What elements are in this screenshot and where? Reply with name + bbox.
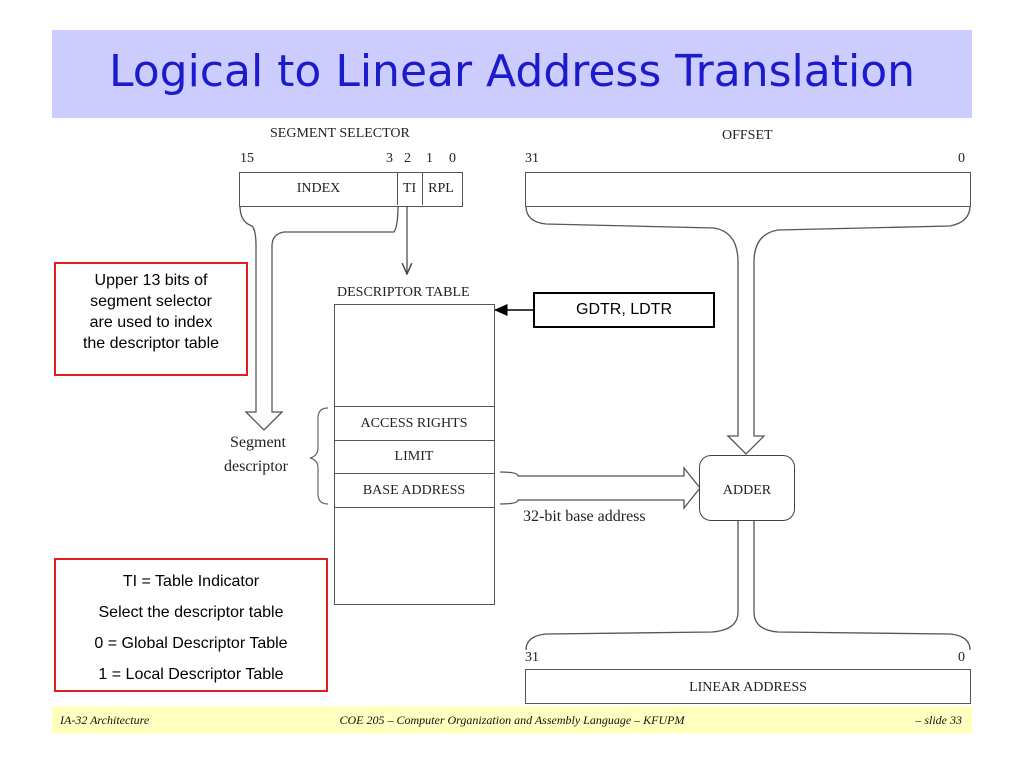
adder-box — [699, 455, 795, 521]
descriptor-table-heading: DESCRIPTOR TABLE — [337, 285, 470, 300]
descriptor-table — [334, 304, 495, 605]
selector-bit-0: 0 — [449, 151, 456, 166]
adder-label: ADDER — [722, 483, 772, 498]
selector-bit-2: 2 — [404, 151, 411, 166]
ti-note-line: Select the descriptor table — [98, 604, 284, 621]
offset-bit-31: 31 — [525, 151, 539, 166]
adder-output-path — [525, 520, 971, 651]
ti-note-box: TI = Table Indicator Select the descript… — [54, 558, 328, 692]
selector-heading: SEGMENT SELECTOR — [270, 126, 410, 141]
base-hollow-arrow — [499, 466, 701, 510]
offset-register — [525, 172, 971, 207]
linear-bit-0: 0 — [958, 650, 965, 665]
index-note-line: are used to index — [89, 314, 213, 331]
index-hollow-arrow — [239, 205, 399, 431]
offset-bit-0: 0 — [958, 151, 965, 166]
index-note-box: Upper 13 bits of segment selector are us… — [54, 262, 248, 376]
limit-row-box — [334, 440, 495, 474]
access-rights-row: ACCESS RIGHTS — [360, 416, 468, 431]
footer-left: IA-32 Architecture — [60, 713, 150, 727]
ti-field: TI — [402, 181, 417, 196]
offset-heading: OFFSET — [722, 128, 773, 143]
base-address-row: BASE ADDRESS — [362, 483, 466, 498]
ti-field-divider — [397, 172, 423, 205]
slide-title: Logical to Linear Address Translation — [108, 46, 916, 97]
selector-bit-3: 3 — [386, 151, 393, 166]
footer-center: COE 205 – Computer Organization and Asse… — [339, 713, 685, 727]
title-band: Logical to Linear Address Translation — [52, 30, 972, 118]
selector-bit-1: 1 — [426, 151, 433, 166]
ti-note-line: 1 = Local Descriptor Table — [98, 666, 284, 683]
limit-row: LIMIT — [394, 449, 434, 464]
gdtr-ldtr-register: GDTR, LDTR — [533, 292, 715, 328]
linear-bit-31: 31 — [525, 650, 539, 665]
selector-bit-15: 15 — [240, 151, 254, 166]
index-field: INDEX — [296, 181, 341, 196]
rpl-field: RPL — [428, 181, 454, 196]
segment-selector-register — [239, 172, 463, 207]
base-address-caption: 32-bit base address — [523, 508, 646, 525]
footer-band: IA-32 Architecture COE 205 – Computer Or… — [52, 706, 972, 734]
ti-note-line: 0 = Global Descriptor Table — [94, 635, 288, 652]
offset-hollow-arrow — [525, 205, 971, 455]
segment-descriptor-label-2: descriptor — [224, 458, 288, 475]
segment-descriptor-label-1: Segment — [230, 434, 286, 451]
index-note-line: Upper 13 bits of — [94, 272, 208, 289]
linear-address-label: LINEAR ADDRESS — [689, 680, 807, 695]
ti-note-line: TI = Table Indicator — [122, 573, 260, 590]
index-note-line: the descriptor table — [82, 335, 220, 352]
footer-right: – slide 33 — [915, 713, 962, 727]
segment-brace — [309, 407, 329, 505]
linear-address-register — [525, 669, 971, 704]
index-note-line: segment selector — [90, 293, 212, 310]
